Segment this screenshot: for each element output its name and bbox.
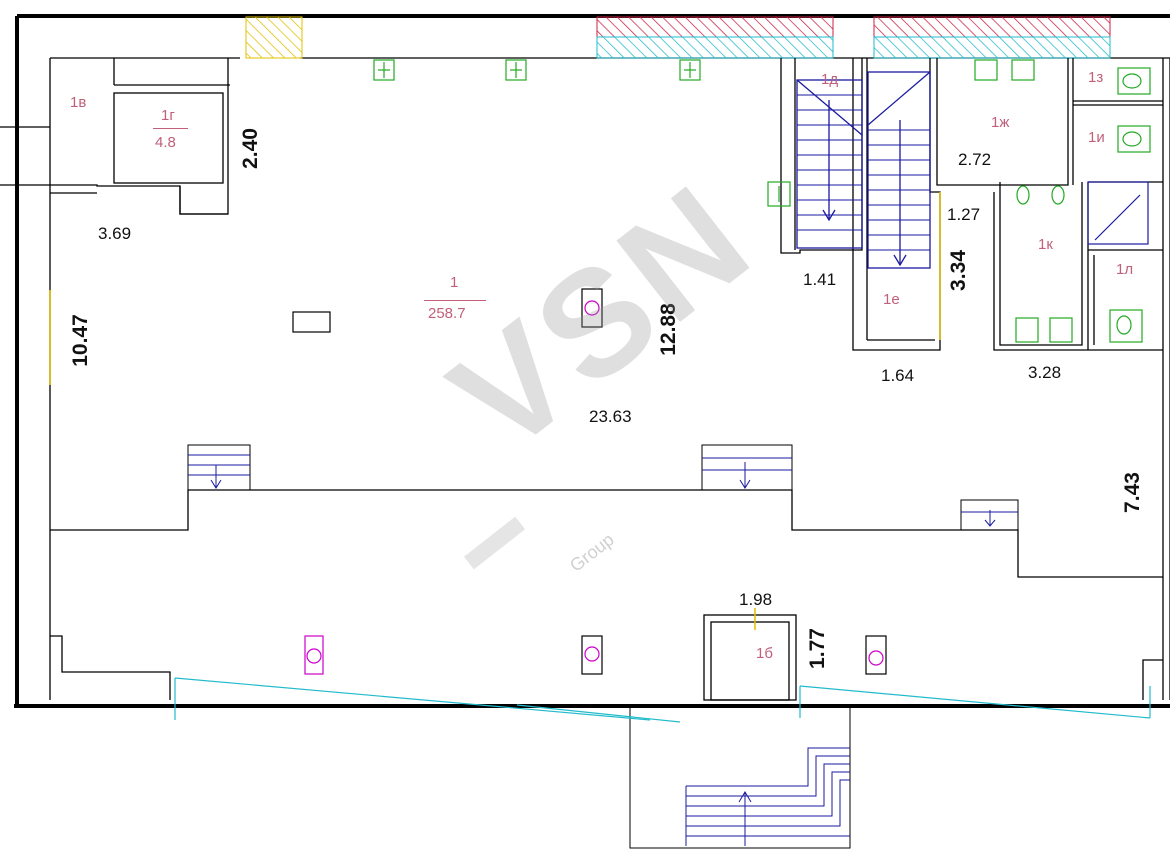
room-1k-label: 1к xyxy=(1038,236,1053,253)
dim-1-77: 1.77 xyxy=(805,628,829,669)
room-1-area: 258.7 xyxy=(428,305,466,322)
dim-3-69: 3.69 xyxy=(98,224,132,243)
room-1g-divider xyxy=(153,128,188,129)
room-1b-label: 1б xyxy=(756,645,773,662)
room-1i-label: 1и xyxy=(1088,129,1105,146)
columns xyxy=(304,288,887,675)
dim-1-64: 1.64 xyxy=(881,366,915,385)
stair-small-right xyxy=(960,499,1019,531)
hatch-yellow xyxy=(245,16,303,59)
dim-ticks xyxy=(49,192,941,630)
dim-2-72: 2.72 xyxy=(958,150,992,169)
hall-fixture xyxy=(292,311,331,333)
room-1v-label: 1в xyxy=(70,94,87,111)
room-1e-label: 1е xyxy=(883,291,900,308)
room-1-divider xyxy=(424,300,486,301)
dim-3-34: 3.34 xyxy=(946,250,970,291)
room-1zh-label: 1ж xyxy=(991,114,1010,131)
room-1d-label: 1д xyxy=(821,71,839,88)
interior-walls xyxy=(0,58,1163,701)
stair-1e-treads xyxy=(868,129,930,251)
hatch-red-1 xyxy=(596,16,834,38)
hatch-red-2 xyxy=(873,16,1111,38)
hatch-cyan-2 xyxy=(873,36,1111,59)
dim-10-47: 10.47 xyxy=(68,314,92,367)
room-1l-label: 1л xyxy=(1116,261,1134,278)
dim-2-40: 2.40 xyxy=(238,128,262,169)
dim-3-28: 3.28 xyxy=(1028,363,1062,382)
room-1g-area: 4.8 xyxy=(155,134,176,151)
dim-7-43: 7.43 xyxy=(1120,472,1144,513)
shower xyxy=(1087,181,1149,245)
dim-23-63: 23.63 xyxy=(589,407,632,426)
dim-1-27: 1.27 xyxy=(947,205,981,224)
cyan-lines xyxy=(174,677,1151,723)
radiators xyxy=(373,59,1151,343)
stair-small-center xyxy=(701,444,793,491)
stair-1d-treads xyxy=(797,94,862,231)
hatch-cyan-1 xyxy=(596,36,834,59)
dim-1-41: 1.41 xyxy=(803,270,837,289)
stair-1d xyxy=(796,79,863,249)
stair-small-left xyxy=(187,444,251,491)
room-1z-label: 1з xyxy=(1088,69,1104,86)
stair-entrance xyxy=(629,705,851,849)
stair-1e xyxy=(867,71,931,269)
dim-1-98: 1.98 xyxy=(739,590,773,609)
room-1-id: 1 xyxy=(450,274,459,291)
room-1g-id: 1г xyxy=(161,107,175,124)
